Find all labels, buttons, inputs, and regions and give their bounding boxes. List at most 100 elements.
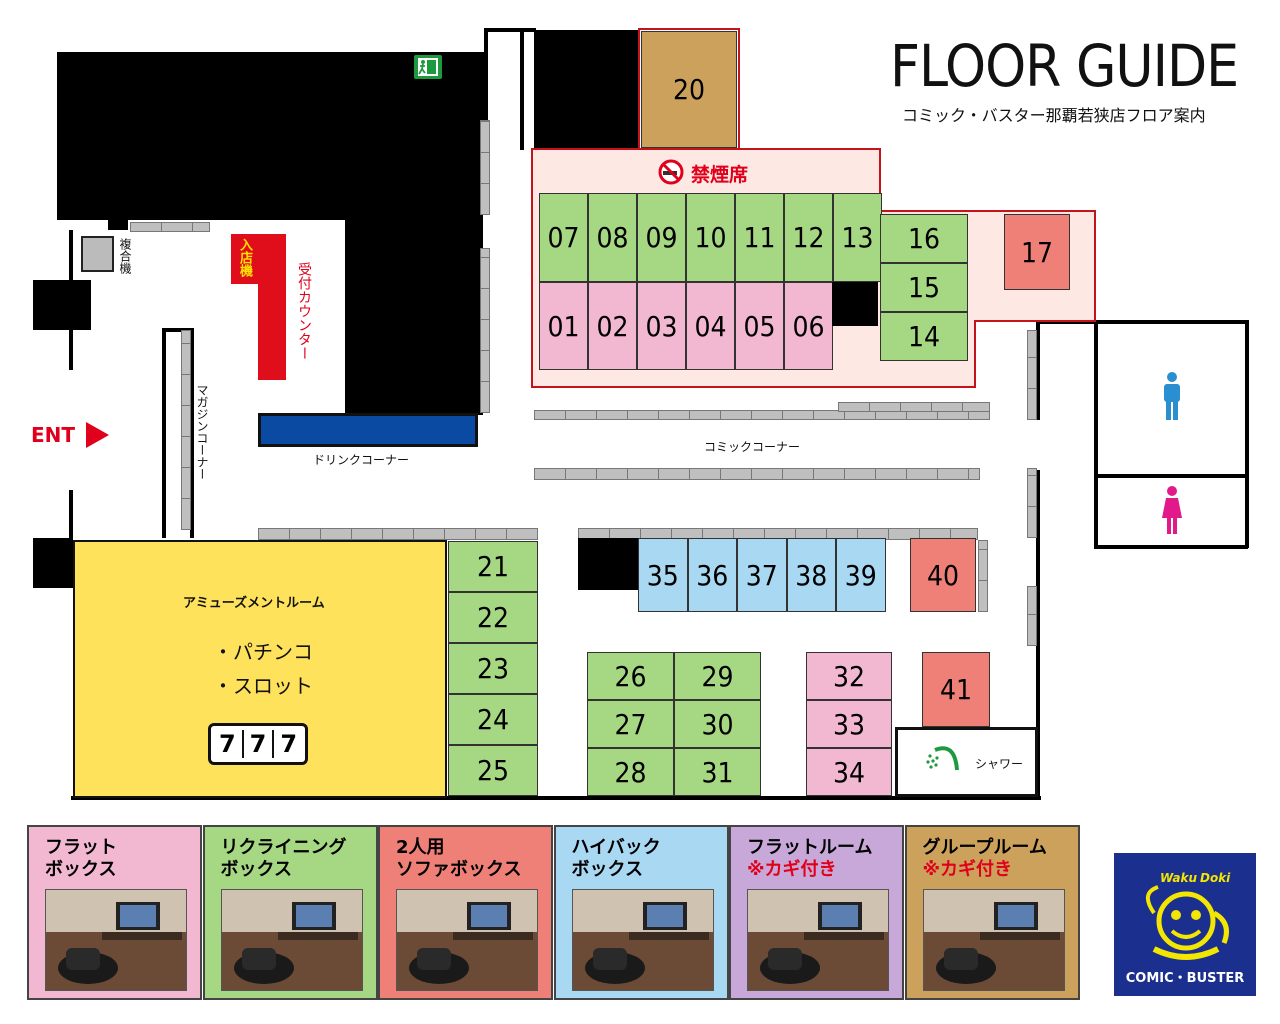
booth-36[interactable]: 36: [687, 538, 737, 612]
emergency-exit-icon: [414, 55, 442, 79]
booth-17[interactable]: 17: [1004, 214, 1070, 290]
booth-40[interactable]: 40: [910, 538, 976, 612]
legend-title-text: グループルーム: [922, 837, 1047, 858]
legend-item: グループルーム※カギ付き: [904, 825, 1080, 1000]
legend-item: 2人用 ソファボックス: [378, 825, 553, 1000]
booth-03[interactable]: 03: [637, 282, 686, 370]
booth-13[interactable]: 13: [833, 193, 882, 282]
slot-digit: 7: [244, 730, 275, 758]
multifunction-printer-icon: [81, 236, 114, 272]
multifunction-label: 複合機: [118, 238, 132, 274]
amusement-room-title: アミューズメントルーム: [183, 596, 325, 611]
shower-room: [895, 727, 1038, 797]
booth-photo: [747, 889, 889, 991]
shelf: [1027, 330, 1037, 420]
booth-29[interactable]: 29: [674, 652, 761, 700]
womens-restroom-icon: [1160, 486, 1184, 536]
shelf: [534, 410, 990, 420]
booth-27[interactable]: 27: [587, 700, 674, 748]
booth-04[interactable]: 04: [686, 282, 735, 370]
booth-39[interactable]: 39: [836, 538, 886, 612]
legend-item: リクライニング ボックス: [202, 825, 378, 1000]
magazine-corner-label: マガジンコーナー: [195, 384, 209, 480]
legend-item: フラットルーム※カギ付き: [729, 825, 904, 1000]
booth-24[interactable]: 24: [448, 694, 538, 745]
legend-title: リクライニング ボックス: [221, 837, 347, 881]
shelf: [534, 468, 980, 480]
entry-machine-label: 入店機: [237, 238, 252, 277]
legend-note: ※カギ付き: [922, 859, 1013, 880]
pachinko-label: ・パチンコ: [213, 640, 313, 664]
booth-28[interactable]: 28: [587, 748, 674, 796]
booth-41[interactable]: 41: [922, 652, 990, 727]
legend-title: フラット ボックス: [45, 837, 117, 881]
slot-digit: 7: [280, 730, 298, 758]
legend-title-text: リクライニング ボックス: [220, 837, 347, 880]
reception-counter: [258, 234, 286, 380]
booth-photo: [220, 889, 363, 991]
shelf: [480, 120, 490, 215]
shelf: [130, 222, 210, 232]
booth-15[interactable]: 15: [880, 263, 968, 312]
booth-08[interactable]: 08: [588, 193, 637, 282]
booth-20[interactable]: 20: [641, 31, 737, 148]
entrance-label: ENT: [31, 423, 76, 447]
drink-corner: [258, 413, 478, 447]
booth-31[interactable]: 31: [674, 748, 761, 796]
booth-32[interactable]: 32: [806, 652, 892, 700]
legend-title-text: 2人用 ソファボックス: [396, 837, 522, 880]
booth-photo: [396, 889, 538, 991]
booth-22[interactable]: 22: [448, 592, 538, 643]
booth-23[interactable]: 23: [448, 643, 538, 694]
shelf: [1027, 468, 1037, 538]
no-smoking-label: 禁煙席: [691, 164, 749, 186]
booth-09[interactable]: 09: [637, 193, 686, 282]
booth-30[interactable]: 30: [674, 700, 761, 748]
legend-title: フラットルーム※カギ付き: [747, 837, 872, 881]
booth-07[interactable]: 07: [539, 193, 588, 282]
shelf: [838, 402, 990, 412]
comic-buster-logo: Waku Doki COMIC・BUSTER: [1114, 853, 1256, 996]
booth-10[interactable]: 10: [686, 193, 735, 282]
legend-item: ハイバック ボックス: [553, 825, 729, 1000]
slot-label: ・スロット: [213, 674, 313, 698]
legend-note: ※カギ付き: [747, 859, 837, 880]
booth-34[interactable]: 34: [806, 748, 892, 796]
shower-icon: [925, 740, 965, 780]
booth-16[interactable]: 16: [880, 214, 968, 263]
legend-title: ハイバック ボックス: [572, 837, 661, 881]
booth-25[interactable]: 25: [448, 745, 538, 796]
entrance-arrow-icon: [86, 422, 109, 448]
booth-photo: [571, 889, 714, 991]
shower-label: シャワー: [975, 757, 1024, 771]
booth-01[interactable]: 01: [539, 282, 588, 370]
booth-35[interactable]: 35: [638, 538, 688, 612]
legend-title-text: フラットルーム: [747, 837, 873, 858]
page-subtitle: コミック・バスター那覇若狭店フロア案内: [902, 106, 1206, 125]
logo-brand: COMIC・BUSTER: [1125, 971, 1245, 986]
legend-item: フラット ボックス: [27, 825, 202, 1000]
legend-title: 2人用 ソファボックス: [396, 837, 521, 881]
booth-12[interactable]: 12: [784, 193, 833, 282]
booth-26[interactable]: 26: [587, 652, 674, 700]
booth-05[interactable]: 05: [735, 282, 784, 370]
legend-title-text: フラット ボックス: [45, 837, 117, 880]
comic-corner-label: コミックコーナー: [704, 440, 801, 454]
booth-33[interactable]: 33: [806, 700, 892, 748]
booth-38[interactable]: 38: [786, 538, 836, 612]
slot-machine-icon: 7 7 7: [208, 723, 308, 765]
booth-photo: [45, 889, 187, 991]
booth-21[interactable]: 21: [448, 541, 538, 592]
logo-mark-icon: [1146, 885, 1229, 960]
reception-counter-top: [231, 234, 261, 284]
booth-14[interactable]: 14: [880, 312, 968, 361]
booth-37[interactable]: 37: [737, 538, 787, 612]
page-title: FLOOR GUIDE: [890, 32, 1239, 100]
booth-06[interactable]: 06: [784, 282, 833, 370]
booth-photo: [922, 889, 1065, 991]
drink-corner-label: ドリンクコーナー: [313, 453, 410, 467]
shelf: [258, 528, 538, 540]
booth-11[interactable]: 11: [735, 193, 784, 282]
booth-02[interactable]: 02: [588, 282, 637, 370]
no-smoking-icon: [658, 159, 684, 185]
